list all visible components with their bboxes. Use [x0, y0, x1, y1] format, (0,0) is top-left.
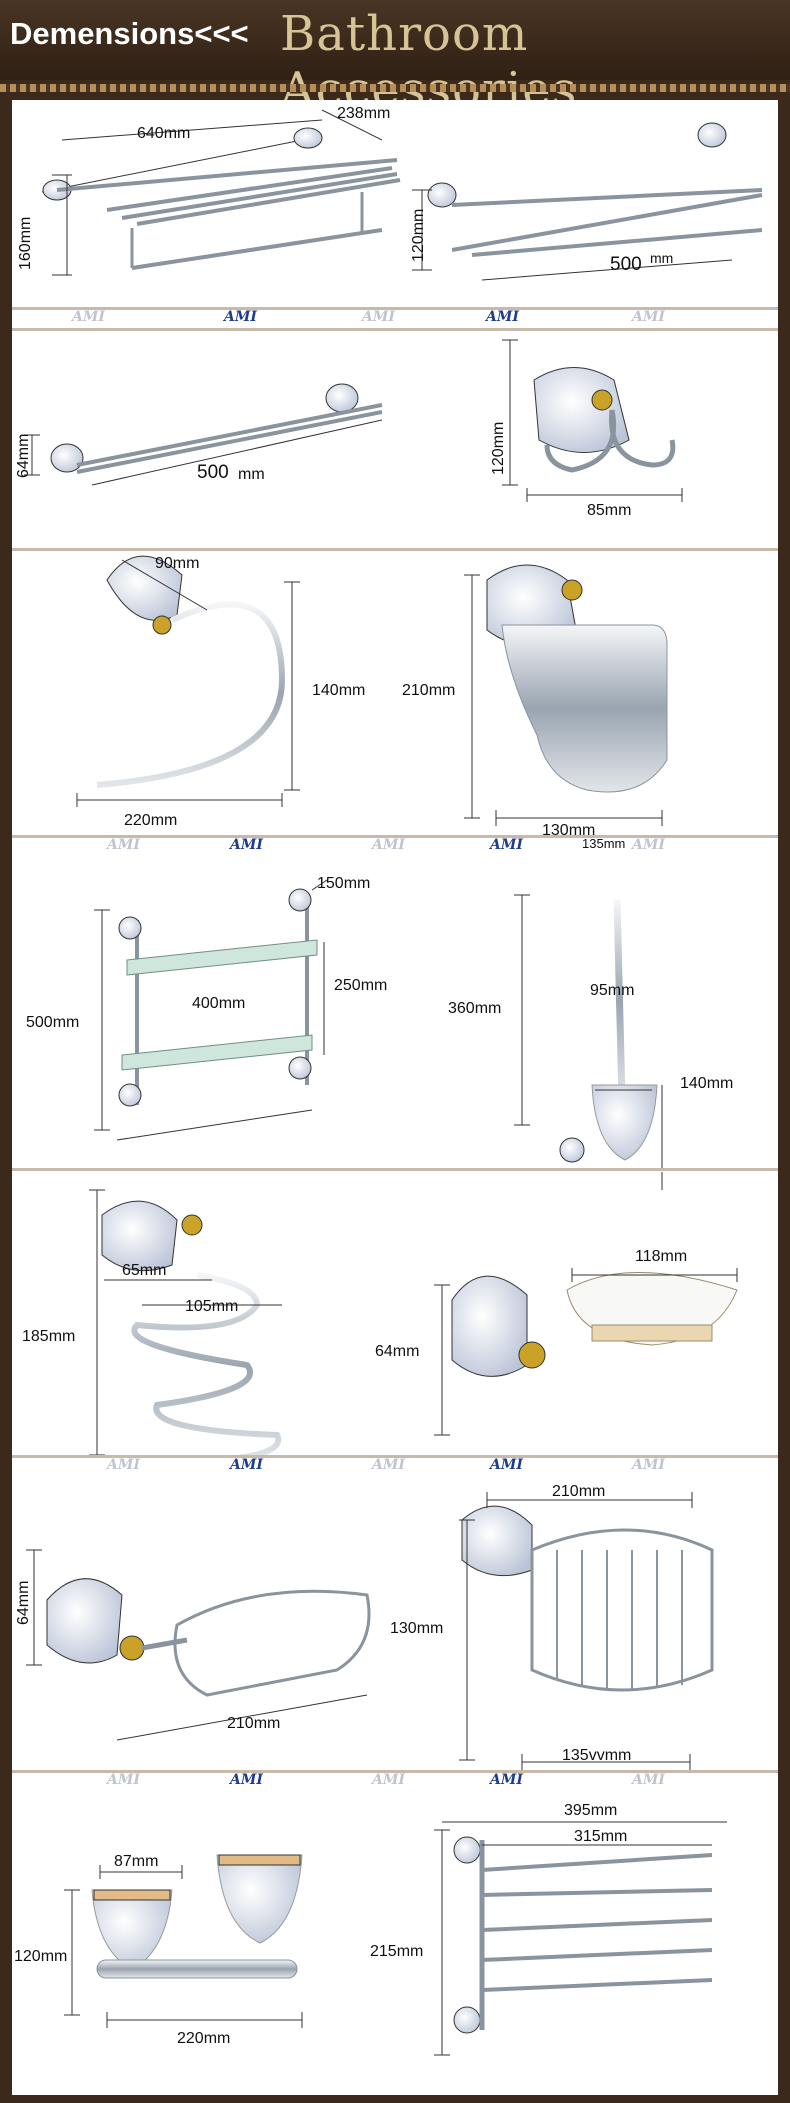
dimension-label: 250mm — [334, 977, 388, 994]
dimension-label: 64mm — [15, 433, 32, 478]
watermark-logo: AMI — [107, 837, 140, 853]
watermark-logo: AMI — [486, 309, 519, 325]
watermark-divider: AMI AMI AMI AMI AMI — [12, 307, 778, 325]
dimension-label: 210mm — [552, 1483, 606, 1500]
watermark-logo: AMI — [72, 309, 105, 325]
dimension-label: 130mm — [390, 1620, 444, 1637]
dimension-label: 120mm — [410, 208, 427, 262]
dimension-label: mm — [238, 466, 265, 483]
toilet-paper-basket-drawing — [459, 1492, 714, 1770]
row-divider — [12, 1168, 778, 1172]
double-tumbler-drawing — [64, 1854, 303, 2028]
watermark-logo: AMI — [490, 837, 523, 853]
watermark-logo: AMI — [362, 309, 395, 325]
dimension-label: 65mm — [122, 1262, 167, 1279]
dimension-label: 140mm — [680, 1075, 734, 1092]
watermark-logo: AMI — [107, 1457, 140, 1473]
watermark-logo: AMI — [490, 1457, 523, 1473]
soap-dish-drawing — [434, 1268, 738, 1436]
dimension-label: 85mm — [587, 502, 632, 519]
dimension-label: 238mm — [337, 105, 391, 122]
dimension-label: 150mm — [317, 875, 371, 892]
watermark-logo: AMI — [632, 309, 665, 325]
dimension-label: 500 — [197, 462, 229, 483]
product-illustrations — [24, 109, 763, 2056]
watermark-divider: AMI AMI AMI AMI AMI — [12, 835, 778, 853]
toilet-brush-drawing — [514, 894, 663, 1190]
watermark-logo: AMI — [632, 837, 665, 853]
dimension-label: 64mm — [15, 1580, 32, 1625]
towel-rack-drawing — [41, 109, 401, 276]
watermark-divider: AMI AMI AMI AMI AMI — [12, 1455, 778, 1473]
dimension-label: 500 — [610, 254, 642, 275]
dimension-label: 640mm — [137, 125, 191, 142]
dimension-label: 140mm — [312, 682, 366, 699]
watermark-logo: AMI — [372, 1457, 405, 1473]
glass-shelf-drawing — [94, 879, 328, 1141]
dimension-label: 105mm — [185, 1298, 239, 1315]
watermark-divider: AMI AMI AMI AMI AMI — [12, 1770, 778, 1788]
robe-hook-drawing — [502, 339, 683, 502]
dimension-label: 315mm — [574, 1828, 628, 1845]
catalog-canvas: AMI AMI AMI AMI AMI AMI AMI AMI AMI AMI … — [12, 100, 778, 2095]
swing-towel-bar-drawing — [434, 1821, 727, 2056]
paper-holder-drawing — [464, 564, 668, 826]
dimension-label: 160mm — [17, 216, 34, 270]
header-banner: Demensions<<< Bathroom Accessories — [0, 0, 790, 118]
row-divider — [12, 328, 778, 332]
dimension-label: 360mm — [448, 1000, 502, 1017]
watermark-logo: AMI — [490, 1772, 523, 1788]
dimension-label: 130mm — [542, 822, 596, 839]
watermark-logo: AMI — [372, 1772, 405, 1788]
watermark-logo: AMI — [632, 1457, 665, 1473]
dimension-label: 220mm — [177, 2030, 231, 2047]
decorative-border — [0, 84, 790, 92]
dimension-label: 90mm — [155, 555, 200, 572]
dimension-label: 185mm — [22, 1328, 76, 1345]
watermark-logo: AMI — [632, 1772, 665, 1788]
watermark-logo: AMI — [230, 837, 263, 853]
dimension-label: 120mm — [14, 1948, 68, 1965]
dimension-label: 64mm — [375, 1343, 420, 1360]
dimension-label: 135vvmm — [562, 1747, 632, 1764]
dimension-label: 118mm — [635, 1248, 688, 1265]
row-divider — [12, 548, 778, 552]
dimension-label: 215mm — [370, 1943, 424, 1960]
double-towel-bar-drawing — [412, 122, 763, 281]
watermark-logo: AMI — [372, 837, 405, 853]
watermark-logo: AMI — [224, 309, 257, 325]
dimension-label: 395mm — [564, 1802, 618, 1819]
soap-basket-drawing — [26, 1549, 371, 1741]
dimension-label: 500mm — [26, 1014, 80, 1031]
dimension-label: 120mm — [490, 421, 507, 475]
watermark-logo: AMI — [107, 1772, 140, 1788]
dimension-label: 135mm — [582, 836, 626, 851]
dimension-label: mm — [650, 250, 674, 266]
dimension-label: 220mm — [124, 812, 178, 829]
dimension-label: 210mm — [402, 682, 456, 699]
towel-ring-drawing — [76, 555, 300, 807]
watermark-logo: AMI — [230, 1772, 263, 1788]
single-towel-bar-drawing — [24, 383, 383, 486]
watermark-logo: AMI — [230, 1457, 263, 1473]
dimension-label: 400mm — [192, 995, 246, 1012]
dimension-label: 210mm — [227, 1715, 281, 1732]
header-prefix: Demensions<<< — [10, 16, 249, 51]
dimension-label: 95mm — [590, 982, 635, 999]
hair-dryer-holder-drawing — [89, 1189, 282, 1463]
dimension-label: 87mm — [114, 1853, 159, 1870]
